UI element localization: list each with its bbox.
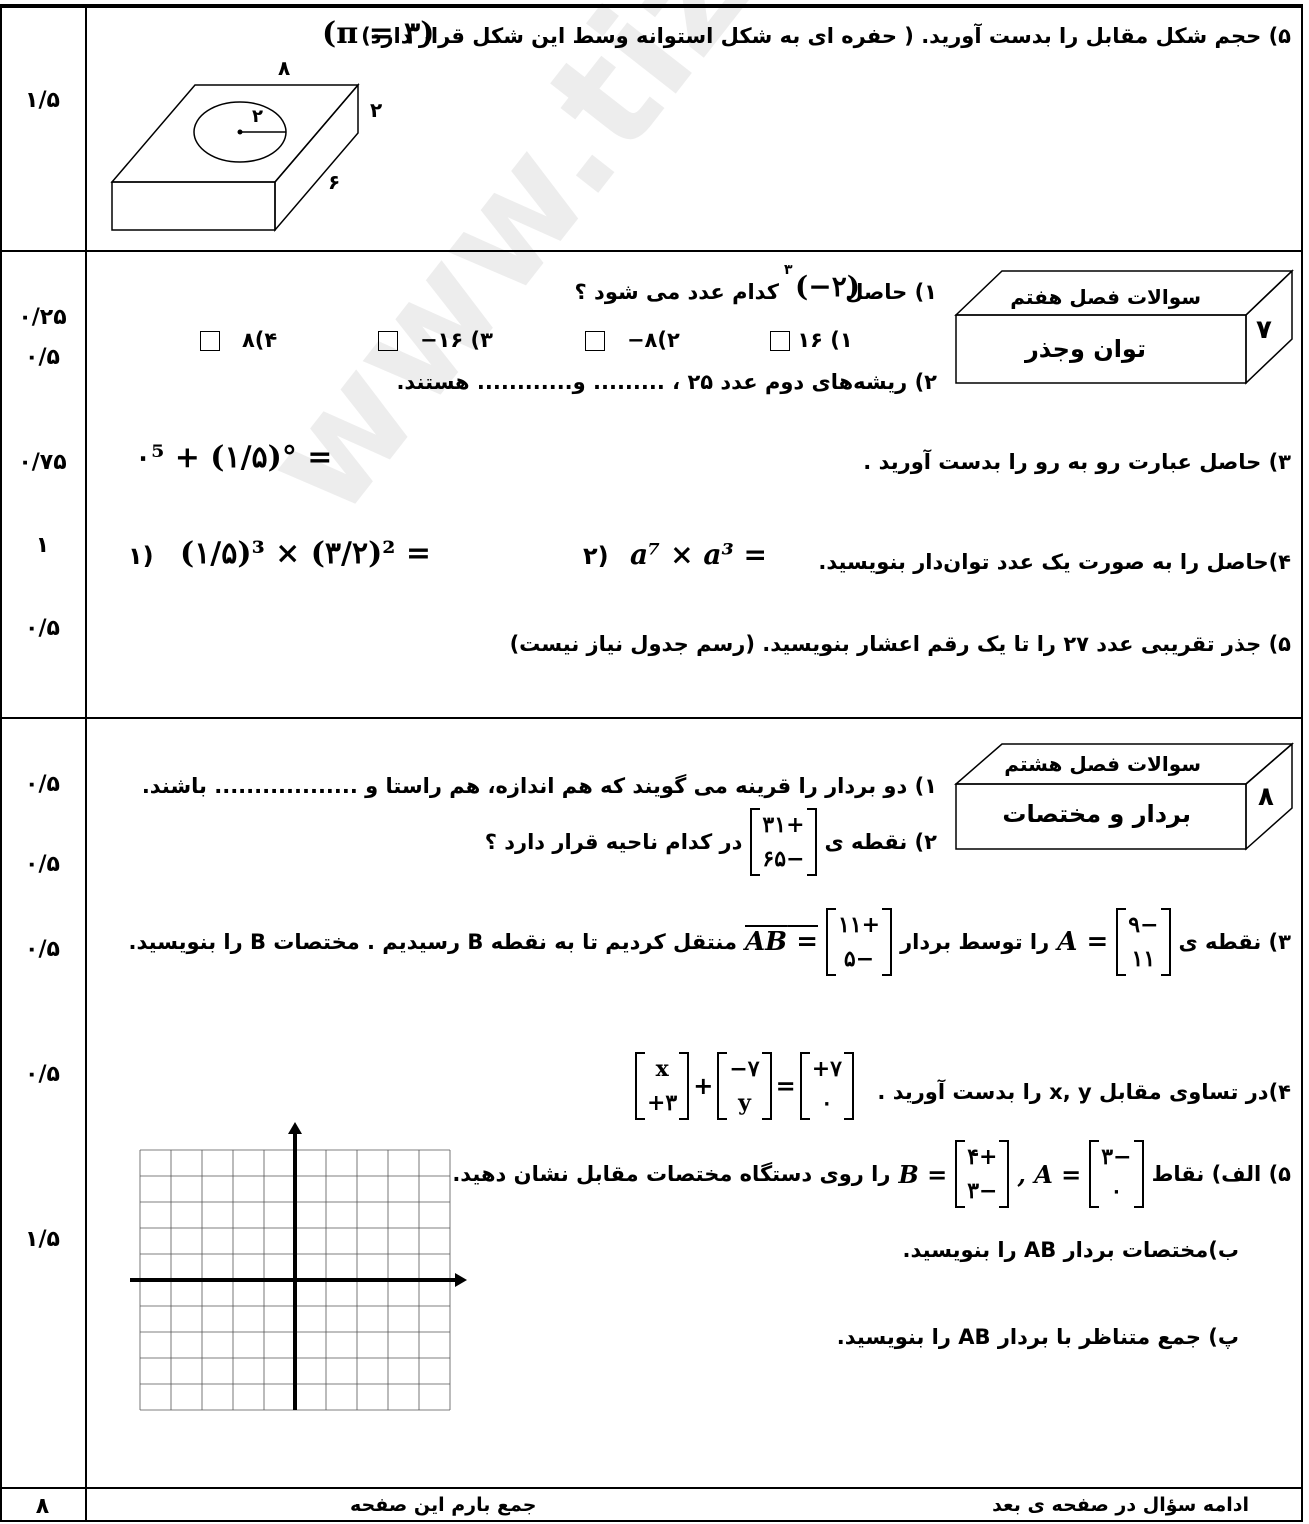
chapter8-title: سوالات فصل هشتم xyxy=(1004,752,1201,776)
q8-item5a-pre: ۵) الف) نقاط xyxy=(1151,1162,1291,1186)
vector-5B: +۴−۳ xyxy=(955,1140,1010,1208)
q8-item2-line: ۲) نقطه ی +۳۱−۶۵ در کدام ناحیه قرار دارد… xyxy=(485,808,937,876)
chapter7-title: سوالات فصل هفتم xyxy=(1010,285,1201,309)
score-q8-5: ۱/۵ xyxy=(25,1227,60,1252)
vector-AB: +۱۱−۵ xyxy=(826,908,893,976)
row-divider xyxy=(0,1487,1303,1489)
total-label: جمع بارم این صفحه xyxy=(350,1494,537,1516)
q7-item1-expr: (−۲) xyxy=(795,270,860,303)
q7-item4-b-label: ۲) xyxy=(583,542,609,570)
q8-item2-post: در کدام ناحیه قرار دارد ؟ xyxy=(484,830,743,854)
score-q8-2: ۰/۵ xyxy=(25,852,60,877)
row-divider xyxy=(0,717,1303,719)
q8-item3-mid: را توسط بردار xyxy=(900,930,1050,954)
score-q7-1: ۰/۲۵ xyxy=(18,305,67,330)
score-q7-4: ۱ xyxy=(35,533,50,558)
q7-item4-a-label: ۱) xyxy=(128,542,154,570)
score-column-divider xyxy=(85,4,87,1522)
q7-item1-exponent: ۳ xyxy=(784,262,793,278)
q8-item4-text: ۴)در تساوی مقابل x, y را بدست آورید . xyxy=(877,1080,1291,1104)
q7-option-3[interactable]: −۱۶ (۳ xyxy=(378,328,493,352)
option-label: ۱۶ (۱ xyxy=(797,328,853,352)
x-axis-arrow xyxy=(455,1273,467,1287)
score-q7-2: ۰/۵ xyxy=(25,345,60,370)
q6-item5-text: ۵) حجم شکل مقابل را بدست آورید. ( حفره ا… xyxy=(361,24,1291,48)
score-q8-1: ۰/۵ xyxy=(25,772,60,797)
q7-option-1[interactable]: ۱۶ (۱ xyxy=(770,328,853,352)
page-total-score: ۸ xyxy=(35,1494,50,1519)
dim-length-label: ۸ xyxy=(278,56,291,80)
q8-number: ۸ xyxy=(1258,782,1274,812)
q8-item3-pre: ۳) نقطه ی xyxy=(1178,930,1292,954)
q8-item3-post: منتقل کردیم تا به نقطه B رسیدیم . مختصات… xyxy=(128,930,737,954)
q8-item5a-post: را روی دستگاه مختصات مقابل نشان دهید. xyxy=(452,1162,891,1186)
topic-box-ch7 xyxy=(954,269,1294,385)
y-axis-arrow xyxy=(288,1122,302,1134)
vector-xy: x+۳ xyxy=(635,1052,690,1120)
q6-pi-note: (π = ۳) xyxy=(322,16,435,51)
option-checkbox[interactable] xyxy=(200,331,220,351)
dim-width-label: ۶ xyxy=(328,170,341,194)
q8-item1-text: ۱) دو بردار را قرینه می گویند که هم اندا… xyxy=(141,774,937,798)
option-checkbox[interactable] xyxy=(378,331,398,351)
coordinate-grid[interactable] xyxy=(125,1120,470,1415)
option-label: −۸(۲ xyxy=(626,328,680,352)
score-q8-3: ۰/۵ xyxy=(25,937,60,962)
option-checkbox[interactable] xyxy=(585,331,605,351)
vector-point: +۳۱−۶۵ xyxy=(750,808,817,876)
q7-option-2[interactable]: −۸(۲ xyxy=(585,328,680,352)
page-frame xyxy=(0,4,1303,1522)
q7-item4-b-expr: a⁷ × a³ = xyxy=(630,538,767,571)
q7-item1-tail: کدام عدد می شود ؟ xyxy=(574,280,779,304)
topic-box-ch8 xyxy=(953,742,1295,851)
q7-item2-text: ۲) ریشه‌های دوم عدد ۲۵ ، ......... و....… xyxy=(396,370,937,394)
row-divider xyxy=(0,250,1303,252)
dim-radius-label: ۲ xyxy=(252,106,263,127)
q7-item3-expr: ۰⁵ + (۱/۵)° = xyxy=(135,440,333,475)
q7-item1-text: ۱) حاصل xyxy=(845,280,937,304)
q7-number: ۷ xyxy=(1256,315,1272,345)
q7-item4-a-expr: (۱/۵)³ × (۳/۲)² = xyxy=(180,536,432,571)
q8-item5b-text: ب)مختصات بردار AB را بنویسید. xyxy=(902,1238,1239,1262)
q7-option-4[interactable]: ۸(۴ xyxy=(200,328,277,352)
q7-item3-text: ۳) حاصل عبارت رو به رو را بدست آورید . xyxy=(863,450,1291,474)
topic7-title: توان وجذر xyxy=(1024,335,1146,363)
score-q7-5: ۰/۵ xyxy=(25,616,60,641)
continue-note: ادامه سؤال در صفحه ی بعد xyxy=(992,1494,1249,1516)
dim-height-label: ۲ xyxy=(370,98,383,122)
q7-item5-text: ۵) جذر تقریبی عدد ۲۷ را تا یک رقم اعشار … xyxy=(509,632,1291,656)
option-checkbox[interactable] xyxy=(770,331,790,351)
q8-item5c-text: پ) جمع متناظر با بردار AB را بنویسید. xyxy=(836,1325,1239,1349)
score-q6: ۱/۵ xyxy=(25,88,60,113)
score-q7-3: ۰/۷۵ xyxy=(18,450,67,475)
topic8-title: بردار و مختصات xyxy=(1002,800,1191,828)
option-label: ۸(۴ xyxy=(241,328,278,352)
option-label: −۱۶ (۳ xyxy=(419,328,493,352)
prism-with-cylinder-figure xyxy=(110,82,360,233)
score-q8-4: ۰/۵ xyxy=(25,1062,60,1087)
q7-item4-text: ۴)حاصل را به صورت یک عدد توان‌دار بنویسی… xyxy=(818,550,1291,574)
q8-item2-pre: ۲) نقطه ی xyxy=(824,830,938,854)
